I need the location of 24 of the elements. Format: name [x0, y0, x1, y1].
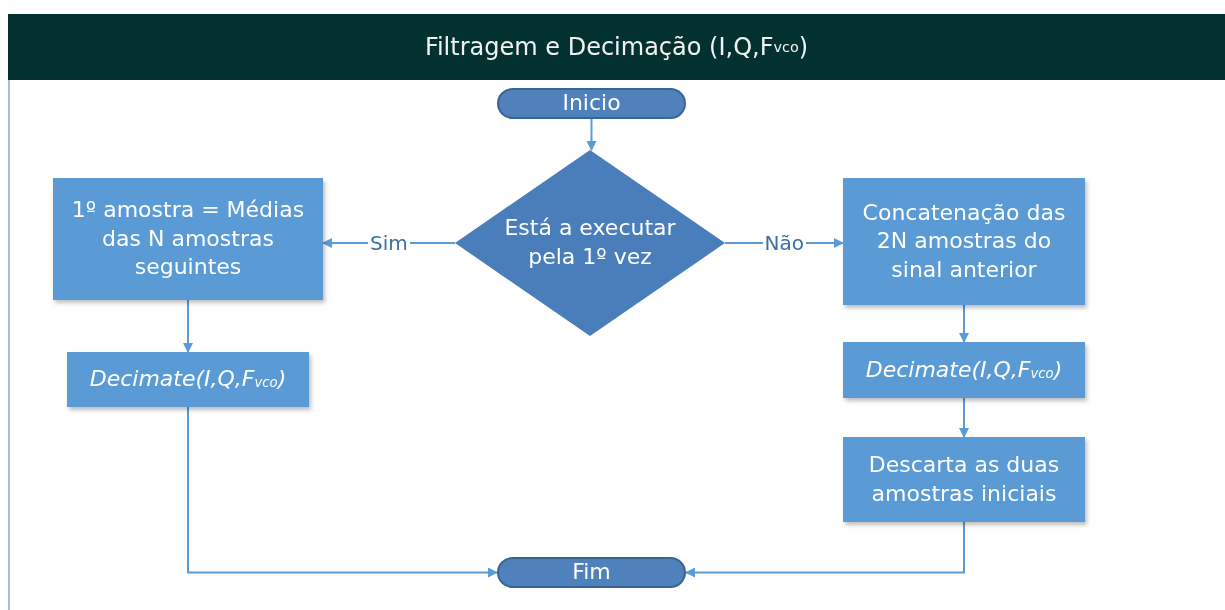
node-label: Concatenação das 2N amostras do sinal anterior — [861, 198, 1067, 284]
edge-label: Sim — [368, 233, 410, 253]
edge-label: Não — [762, 233, 806, 253]
arrow — [685, 521, 965, 578]
process-box — [53, 178, 323, 300]
node-label: 1º amostra = Médias das N amostras seguintes — [70, 196, 306, 282]
process-box — [843, 437, 1085, 522]
process-box — [67, 352, 309, 407]
arrow — [187, 406, 498, 578]
decision-diamond — [455, 150, 725, 336]
process-box — [843, 178, 1085, 305]
node-label: Está a executar pela 1º vez — [503, 214, 677, 271]
terminator-box — [497, 557, 686, 588]
node-label: Decimate(I,Q,F$_{vco}$) — [865, 355, 1063, 384]
process-box — [843, 342, 1085, 398]
terminator-box — [497, 88, 686, 119]
arrow — [959, 304, 969, 343]
node-label: Decimate(I,Q,F$_{vco}$) — [89, 365, 287, 394]
arrow — [183, 299, 193, 353]
node-label: Inicio — [562, 89, 621, 118]
node-label: Descarta as duas amostras iniciais — [867, 450, 1061, 508]
arrow — [586, 118, 597, 151]
node-label: Fim — [572, 558, 611, 587]
arrow — [959, 397, 969, 438]
